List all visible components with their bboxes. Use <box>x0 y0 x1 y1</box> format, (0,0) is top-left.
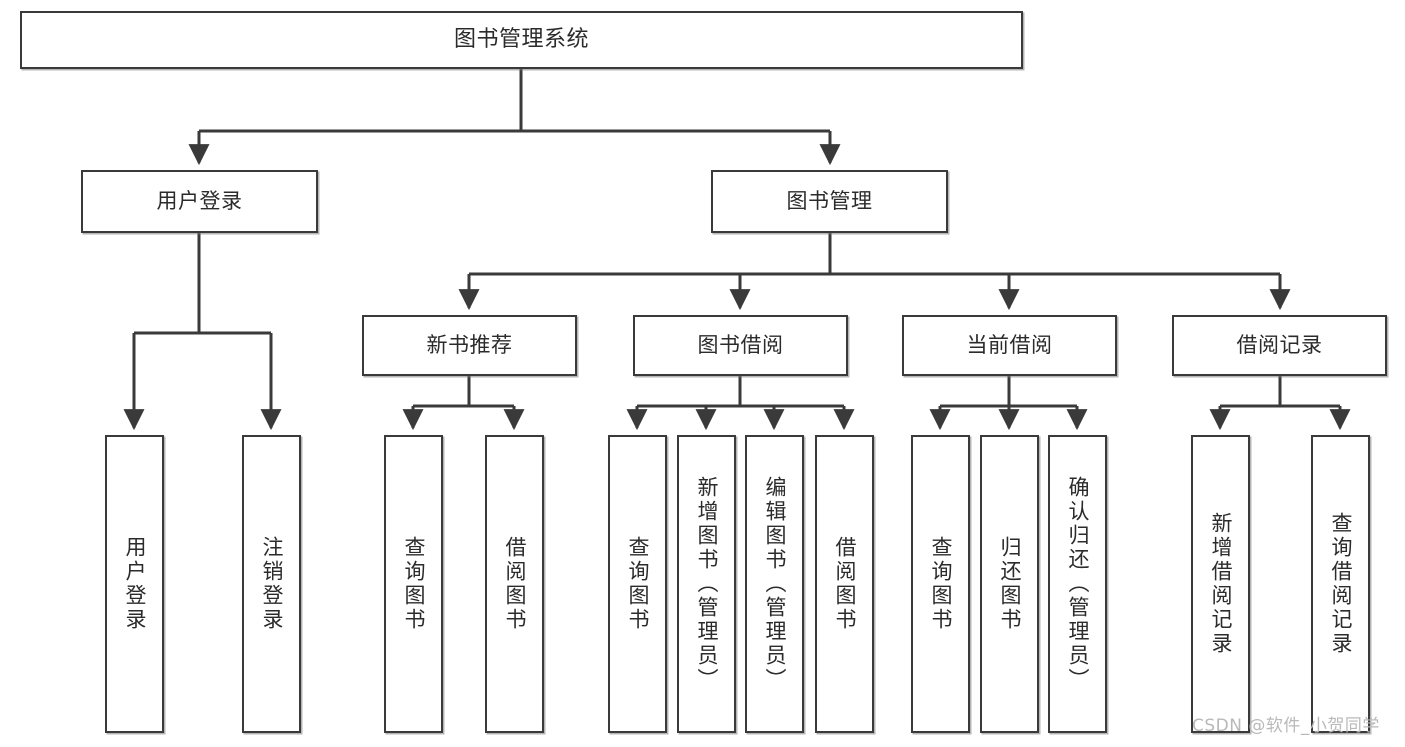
leaf-borrow-book-recommend[interactable]: 借阅图书 <box>485 435 544 733</box>
leaf-query-borrow-record[interactable]: 查询借阅记录 <box>1311 435 1370 733</box>
node-book-management[interactable]: 图书管理 <box>711 170 948 233</box>
csdn-watermark: CSDN @软件_小贺同学 <box>1192 716 1380 736</box>
node-new-book-recommend[interactable]: 新书推荐 <box>362 315 577 376</box>
leaf-user-logout[interactable]: 注销登录 <box>242 435 301 733</box>
node-label: 用户登录 <box>156 189 243 214</box>
node-label: 图书管理系统 <box>453 27 589 53</box>
node-label: 归还图书 <box>998 536 1022 632</box>
node-borrow-record[interactable]: 借阅记录 <box>1172 315 1387 376</box>
node-label: 编辑图书（管理员） <box>763 476 787 692</box>
leaf-query-book-current[interactable]: 查询图书 <box>911 435 970 733</box>
node-label: 注销登录 <box>260 536 284 632</box>
node-label: 借阅图书 <box>503 536 527 632</box>
leaf-add-borrow-record[interactable]: 新增借阅记录 <box>1191 435 1250 733</box>
node-label: 查询图书 <box>626 536 650 632</box>
node-label: 当前借阅 <box>966 333 1053 358</box>
leaf-query-book-borrow[interactable]: 查询图书 <box>608 435 667 733</box>
node-current-borrow[interactable]: 当前借阅 <box>902 315 1117 376</box>
node-label: 图书管理 <box>786 189 873 214</box>
leaf-borrow-book-borrow[interactable]: 借阅图书 <box>815 435 874 733</box>
node-label: 查询图书 <box>402 536 426 632</box>
node-root-book-management-system[interactable]: 图书管理系统 <box>20 11 1023 69</box>
leaf-edit-book-admin[interactable]: 编辑图书（管理员） <box>745 435 804 733</box>
node-user-login[interactable]: 用户登录 <box>81 170 318 233</box>
node-book-borrow[interactable]: 图书借阅 <box>633 315 848 376</box>
node-label: 借阅图书 <box>833 536 857 632</box>
node-label: 确认归还（管理员） <box>1066 476 1090 692</box>
node-label: 查询借阅记录 <box>1329 512 1353 656</box>
node-label: 借阅记录 <box>1236 333 1323 358</box>
node-label: 新书推荐 <box>426 333 513 358</box>
node-label: 用户登录 <box>123 536 147 632</box>
node-label: 新增图书（管理员） <box>695 476 719 692</box>
node-label: 图书借阅 <box>697 333 784 358</box>
node-label: 新增借阅记录 <box>1209 512 1233 656</box>
leaf-confirm-return-admin[interactable]: 确认归还（管理员） <box>1048 435 1107 733</box>
leaf-return-book[interactable]: 归还图书 <box>980 435 1039 733</box>
leaf-user-login[interactable]: 用户登录 <box>105 435 164 733</box>
leaf-query-book-recommend[interactable]: 查询图书 <box>384 435 443 733</box>
node-label: 查询图书 <box>929 536 953 632</box>
leaf-add-book-admin[interactable]: 新增图书（管理员） <box>677 435 736 733</box>
